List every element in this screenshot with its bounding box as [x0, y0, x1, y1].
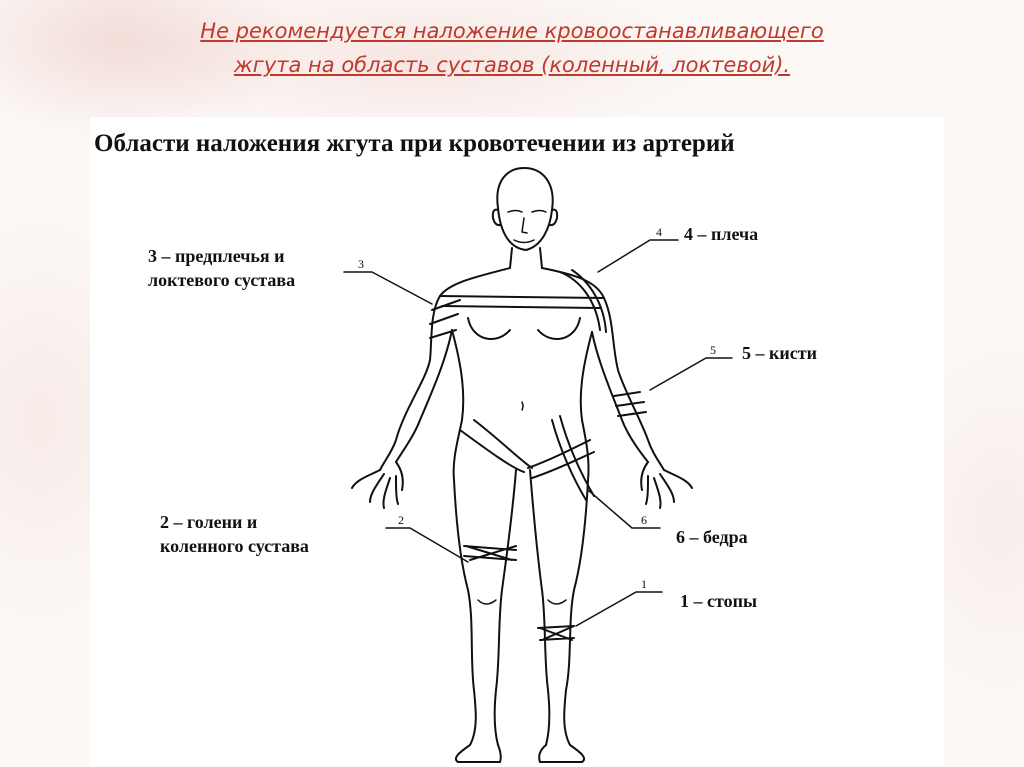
right-hand [641, 462, 692, 508]
label-1: 1 – стопы [680, 589, 757, 613]
label-2-line-2: коленного сустава [160, 534, 309, 558]
right-foot [539, 745, 584, 762]
label-number-4: 4 [656, 225, 662, 240]
right-leg-inner [530, 470, 549, 745]
label-number-1: 1 [641, 577, 647, 592]
leader-6 [588, 490, 660, 528]
label-2: 2 – голени и коленного сустава [160, 510, 309, 558]
label-4: 4 – плеча [684, 222, 758, 246]
knee-left [478, 600, 496, 604]
leader-4 [598, 240, 678, 272]
right-inner-arm [592, 332, 648, 462]
label-5: 5 – кисти [742, 341, 817, 365]
face-features [508, 211, 546, 243]
leader-3 [344, 272, 432, 304]
label-2-line-1: 2 – голени и [160, 510, 309, 534]
label-3-line-1: 3 – предплечья и [148, 244, 295, 268]
waist-left [452, 330, 463, 480]
leader-2 [386, 528, 468, 562]
head-outline [497, 168, 552, 250]
left-inner-arm [396, 330, 452, 462]
left-leg-inner [495, 470, 516, 745]
label-3: 3 – предплечья и локтевого сустава [148, 244, 295, 292]
left-leg-outer [454, 480, 476, 745]
knee-right [548, 600, 566, 604]
leader-5 [650, 358, 732, 390]
left-hand [352, 462, 403, 508]
band-right-shin [538, 626, 574, 640]
label-3-line-2: локтевого сустава [148, 268, 295, 292]
band-groin [460, 420, 594, 478]
label-6: 6 – бедра [676, 525, 748, 549]
chest [468, 318, 580, 339]
torso-left [380, 268, 510, 470]
band-left-knee [464, 546, 516, 560]
leader-1 [576, 592, 662, 626]
right-leg-outer [564, 480, 588, 745]
label-number-6: 6 [641, 513, 647, 528]
label-number-2: 2 [398, 513, 404, 528]
label-number-5: 5 [710, 343, 716, 358]
label-number-3: 3 [358, 257, 364, 272]
navel [522, 402, 523, 410]
left-foot [456, 745, 501, 762]
